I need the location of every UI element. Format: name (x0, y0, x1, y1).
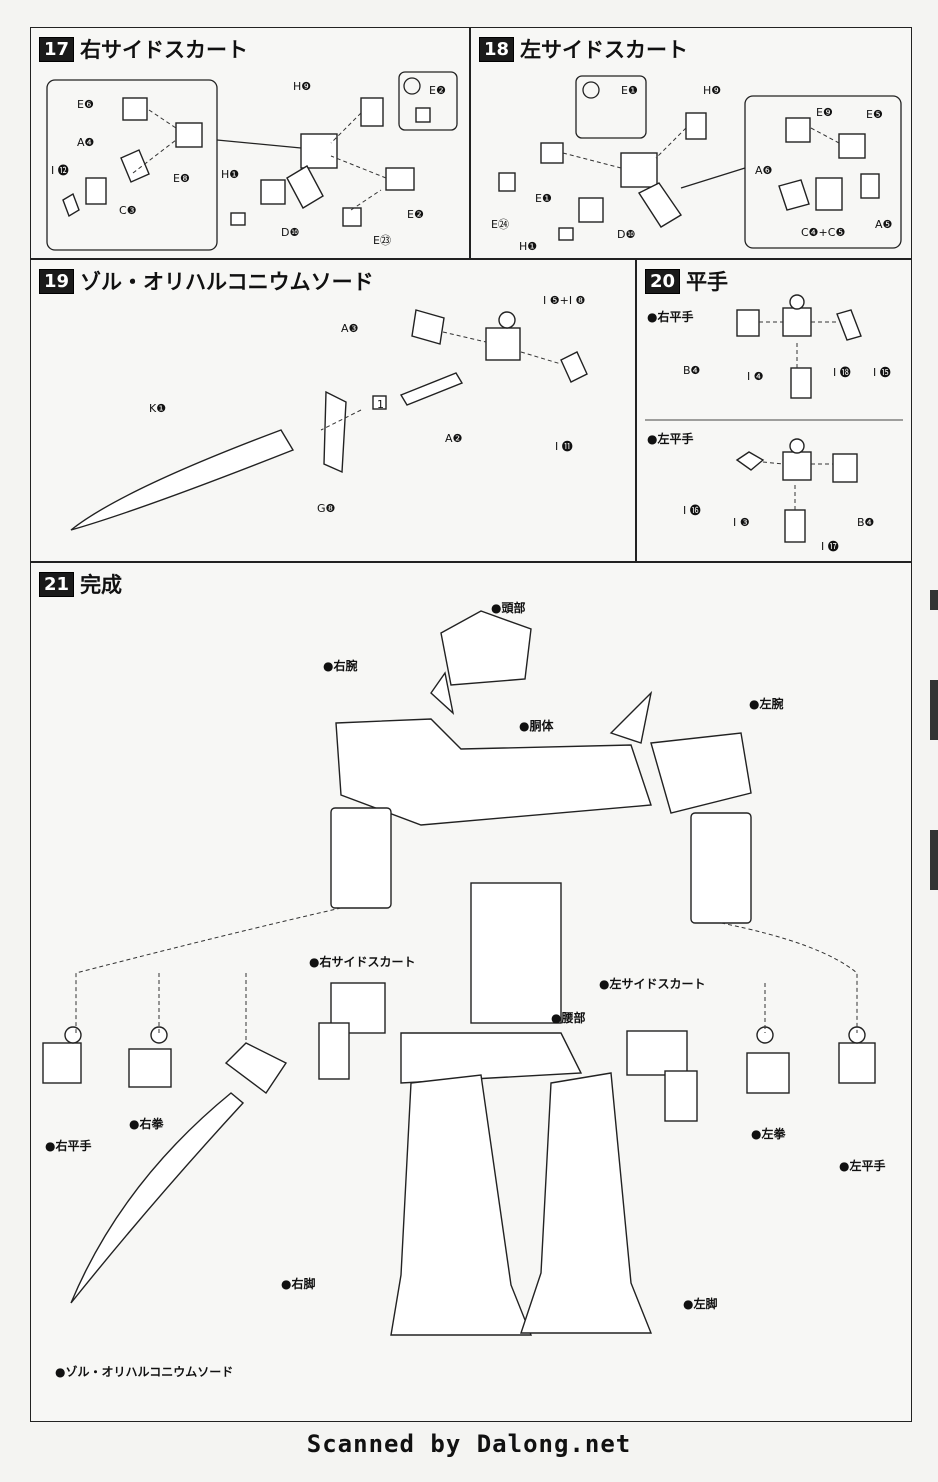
part-label: A❹ (77, 136, 95, 149)
step-number: 17 (39, 36, 75, 62)
step-number: 18 (479, 36, 515, 62)
part-label: I ⓲ (833, 366, 851, 379)
step-18-diagram (498, 75, 902, 249)
step-18-panel: 18 左サイドスカート E❶ H❾ E❾ E❺ E❶ E㉔ H❶ D❿ A❻ A… (470, 27, 912, 259)
part-label: H❾ (293, 80, 312, 93)
label-right-skirt: ●右サイドスカート (309, 955, 416, 969)
label-left-skirt: ●左サイドスカート (599, 977, 706, 991)
step-20-panel: 20 平手 ●右平手 ●左平手 B❹ I ❹ I ⓲ I ⓯ I ⓰ I ❸ B… (636, 259, 912, 562)
step-title: ゾル・オリハルコニウムソード (80, 270, 374, 294)
part-label: E❻ (77, 98, 94, 111)
right-arm-part (330, 807, 392, 909)
part-label: A❻ (755, 164, 773, 177)
part-label: I ⓱ (821, 540, 839, 553)
step-21-panel: 21 完成 ●頭部 ●右腕 ●胴体 ●左腕 ●右サイド (30, 562, 912, 1422)
label-right-leg: ●右脚 (281, 1277, 316, 1291)
label-waist: ●腰部 (551, 1011, 586, 1025)
part-label: H❾ (703, 84, 722, 97)
label-right-arm: ●右腕 (323, 659, 358, 673)
step-number: 19 (39, 268, 75, 294)
completed-robot-diagram (42, 610, 876, 1336)
torso-part (335, 718, 652, 826)
step-20-diagram (645, 294, 903, 543)
step-19-header: 19 ゾル・オリハルコニウムソード (39, 266, 374, 296)
step-number: 20 (645, 268, 681, 294)
part-label: E❷ (407, 208, 424, 221)
step-19-diagram (70, 309, 588, 531)
step-19-panel: 19 ゾル・オリハルコニウムソード A❸ I ❺+I ❽ K❶ 1 A❷ I ⓫… (30, 259, 636, 562)
part-label: D❿ (617, 228, 636, 241)
label-head: ●頭部 (491, 601, 526, 615)
left-skirt-part (626, 1030, 688, 1076)
left-flat-hand-title: ●左平手 (647, 432, 694, 446)
part-label: C❹+C❺ (801, 226, 846, 239)
page-edge-mark (930, 830, 938, 890)
part-label: E❾ (816, 106, 833, 119)
part-label: H❶ (221, 168, 240, 181)
step-17-diagram (46, 71, 458, 251)
part-label: E❶ (535, 192, 552, 205)
step-title: 右サイドスカート (80, 38, 249, 62)
part-label: I ⓫ (555, 440, 573, 453)
step-number: 21 (39, 571, 75, 597)
part-label: G❽ (317, 502, 336, 515)
right-leg-part (390, 1074, 533, 1336)
step-title: 完成 (80, 573, 123, 597)
part-label: E㉔ (491, 218, 509, 231)
page-edge-mark (930, 680, 938, 740)
part-label: B❹ (857, 516, 875, 529)
part-label: H❶ (519, 240, 538, 253)
label-left-arm: ●左腕 (749, 697, 784, 711)
step-title: 平手 (686, 270, 729, 294)
left-arm-part (650, 732, 752, 814)
part-label: B❹ (683, 364, 701, 377)
sword-part (70, 1092, 245, 1304)
part-label: D❿ (281, 226, 300, 239)
label-torso: ●胴体 (519, 719, 554, 733)
part-label: E❶ (621, 84, 638, 97)
scan-credit: Scanned by Dalong.net (306, 1430, 632, 1458)
part-label: A❺ (875, 218, 893, 231)
part-label: E㉓ (373, 234, 391, 247)
part-label: I ❸ (733, 516, 750, 529)
part-label: A❸ (341, 322, 359, 335)
label-left-fist: ●左拳 (751, 1127, 786, 1141)
part-label: C❸ (119, 204, 137, 217)
step-20-header: 20 平手 (645, 266, 728, 296)
head-part (440, 610, 532, 686)
part-label: I ❹ (747, 370, 764, 383)
page-edge-mark (930, 590, 938, 610)
part-label: I ❺+I ❽ (543, 294, 586, 307)
label-right-fist: ●右拳 (129, 1117, 164, 1131)
right-flat-hand-title: ●右平手 (647, 310, 694, 324)
part-label: I ⓰ (683, 504, 701, 517)
left-leg-part (520, 1072, 653, 1334)
part-label: E❺ (866, 108, 883, 121)
step-21-header: 21 完成 (39, 569, 122, 599)
waist-part (400, 1032, 583, 1084)
part-label: I ⓯ (873, 366, 891, 379)
step-18-header: 18 左サイドスカート (479, 34, 688, 64)
part-label: E❷ (429, 84, 446, 97)
label-left-flat-hand: ●左平手 (839, 1159, 886, 1173)
step-17-panel: 17 右サイドスカート H❾ E❷ E❻ A❹ I ⓬ E❽ C❸ H❶ D❿ … (30, 27, 470, 259)
label-right-flat-hand: ●右平手 (45, 1139, 92, 1153)
part-label: 1 (377, 398, 384, 411)
part-label: A❷ (445, 432, 463, 445)
part-label: I ⓬ (51, 164, 69, 177)
part-label: K❶ (149, 402, 167, 415)
part-label: E❽ (173, 172, 190, 185)
step-17-header: 17 右サイドスカート (39, 34, 248, 64)
label-left-leg: ●左脚 (683, 1297, 718, 1311)
label-sword: ●ゾル・オリハルコニウムソード (55, 1365, 234, 1379)
step-title: 左サイドスカート (520, 38, 689, 62)
